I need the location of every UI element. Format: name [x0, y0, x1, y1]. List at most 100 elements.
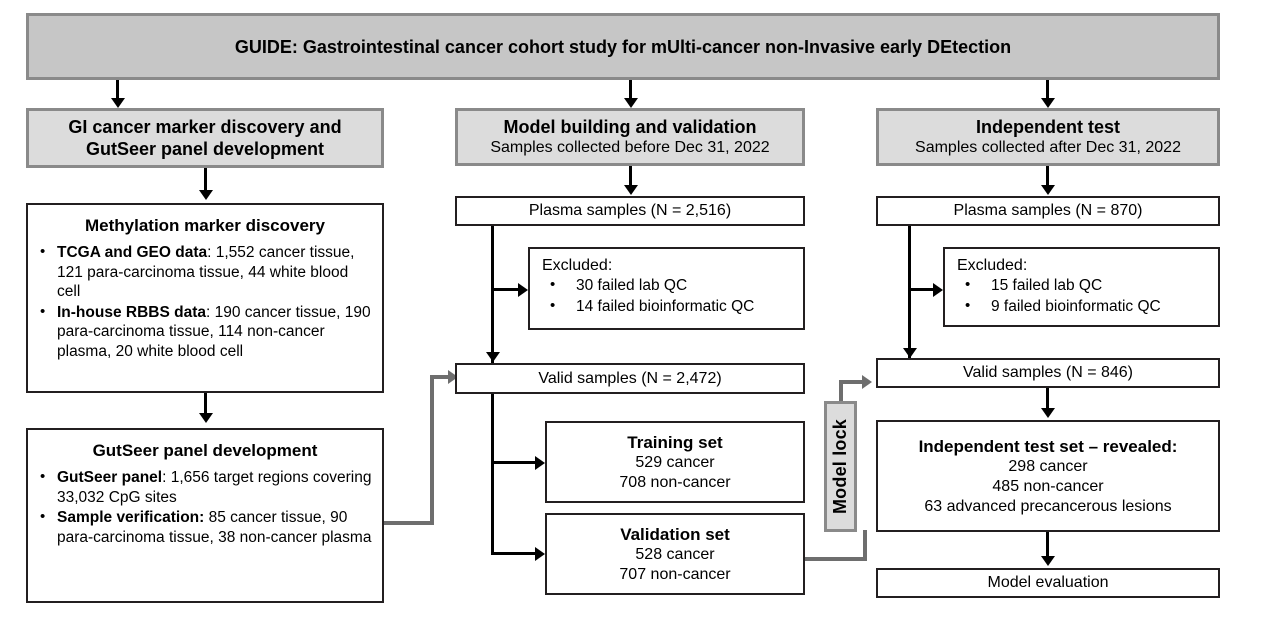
arrowhead-discovery-to-panel — [199, 413, 213, 423]
connector-middle-plasma-down — [491, 226, 494, 363]
connector-middle-header-to-plasma — [629, 166, 632, 186]
model-lock-label: Model lock — [830, 418, 851, 515]
arrowhead-right-plasma-to-excluded — [933, 283, 943, 297]
connector-right-plasma-down — [908, 226, 911, 358]
training-set-cancer-count: 529 cancer — [635, 453, 715, 471]
study-title-text: GUIDE: Gastrointestinal cancer cohort st… — [234, 36, 1012, 57]
discovery-bullet-list: TCGA and GEO data: 1,552 cancer tissue, … — [36, 242, 374, 362]
independent-test-set-cancer-count: 298 cancer — [1008, 457, 1088, 475]
connector-middle-valid-to-validation — [491, 552, 540, 555]
middle-excluded-title: Excluded: — [542, 257, 613, 274]
left-header-line2: GutSeer panel development — [85, 139, 325, 159]
model-evaluation-label: Model evaluation — [987, 574, 1109, 591]
arrowhead-banner-to-right — [1041, 98, 1055, 108]
panel-bullet-1-rest: 85 cancer tissue, 90 para-carcinoma tiss… — [57, 509, 372, 546]
middle-valid-samples-box: Valid samples (N = 2,472) — [455, 363, 805, 394]
right-valid-samples-label: Valid samples (N = 846) — [963, 364, 1133, 381]
panel-bullet-list: GutSeer panel: 1,656 target regions cove… — [36, 467, 374, 548]
discovery-bullet-1-rest: : 190 cancer tissue, 190 para-carcinoma … — [57, 303, 371, 360]
panel-bullet-0: GutSeer panel: 1,656 target regions cove… — [36, 467, 374, 507]
connector-middle-plasma-to-excluded — [491, 288, 523, 291]
arrowhead-right-header-to-plasma — [1041, 185, 1055, 195]
gray-connector-modellock-left-vertical — [839, 380, 843, 404]
right-excluded-item-0: 15 failed lab QC — [951, 275, 1212, 296]
middle-excluded-box: Excluded: 30 failed lab QC 14 failed bio… — [528, 247, 805, 330]
arrowhead-middle-header-to-plasma — [624, 185, 638, 195]
middle-excluded-item-1: 14 failed bioinformatic QC — [536, 296, 797, 317]
connector-banner-to-middle — [629, 80, 632, 100]
left-column-header: GI cancer marker discovery and GutSeer p… — [26, 108, 384, 168]
connector-right-header-to-plasma — [1046, 166, 1049, 186]
right-plasma-samples-box: Plasma samples (N = 870) — [876, 196, 1220, 226]
methylation-marker-discovery-box: Methylation marker discovery TCGA and GE… — [26, 203, 384, 393]
right-valid-samples-box: Valid samples (N = 846) — [876, 358, 1220, 388]
independent-test-set-box: Independent test set – revealed: 298 can… — [876, 420, 1220, 532]
independent-test-set-title: Independent test set – revealed: — [918, 436, 1178, 456]
discovery-bullet-0: TCGA and GEO data: 1,552 cancer tissue, … — [36, 242, 374, 302]
gray-connector-panel-horizontal-top — [430, 375, 452, 379]
validation-set-title: Validation set — [620, 524, 730, 544]
arrowhead-testset-to-evaluation — [1041, 556, 1055, 566]
middle-column-header: Model building and validation Samples co… — [455, 108, 805, 166]
discovery-box-title: Methylation marker discovery — [85, 216, 325, 235]
discovery-bullet-1-lead: In-house RBBS data — [57, 303, 206, 321]
connector-banner-to-right — [1046, 80, 1049, 100]
middle-excluded-list: 30 failed lab QC 14 failed bioinformatic… — [536, 275, 797, 317]
panel-bullet-0-lead: GutSeer panel — [57, 469, 163, 486]
arrowhead-left-header-to-discovery — [199, 190, 213, 200]
training-set-noncancer-count: 708 non-cancer — [619, 473, 731, 491]
connector-testset-to-evaluation — [1046, 532, 1049, 558]
arrowhead-middle-valid-to-training — [535, 456, 545, 470]
panel-box-title: GutSeer panel development — [92, 441, 318, 460]
training-set-title: Training set — [627, 432, 723, 452]
left-header-line1: GI cancer marker discovery and — [68, 117, 342, 137]
connector-right-valid-to-testset — [1046, 388, 1049, 410]
connector-middle-valid-to-training — [491, 461, 540, 464]
arrowhead-middle-plasma-to-excluded — [518, 283, 528, 297]
gray-connector-validation-out — [805, 557, 867, 561]
independent-test-set-precancerous-count: 63 advanced precancerous lesions — [924, 497, 1172, 515]
arrowhead-modellock-to-valid846 — [862, 375, 872, 389]
panel-bullet-0-rest: : 1,656 target regions covering 33,032 C… — [57, 469, 372, 506]
gutseer-panel-development-box: GutSeer panel development GutSeer panel:… — [26, 428, 384, 603]
middle-excluded-item-0: 30 failed lab QC — [536, 275, 797, 296]
gray-connector-modellock-right-vertical — [863, 530, 867, 561]
gray-connector-panel-vertical — [430, 375, 434, 525]
right-excluded-title: Excluded: — [957, 257, 1028, 274]
panel-bullet-1-lead: Sample verification: — [57, 509, 205, 526]
arrowhead-banner-to-middle — [624, 98, 638, 108]
gray-connector-modellock-to-valid846 — [839, 380, 866, 384]
middle-header-line2: Samples collected before Dec 31, 2022 — [490, 139, 770, 156]
right-header-line2: Samples collected after Dec 31, 2022 — [915, 139, 1181, 156]
discovery-bullet-0-rest: : 1,552 cancer tissue, 121 para-carcinom… — [57, 244, 355, 300]
validation-set-noncancer-count: 707 non-cancer — [619, 565, 731, 583]
arrowhead-middle-plasma-to-valid — [486, 352, 500, 362]
connector-middle-valid-down — [491, 394, 494, 555]
connector-discovery-to-panel — [204, 393, 207, 415]
middle-plasma-samples-box: Plasma samples (N = 2,516) — [455, 196, 805, 226]
arrowhead-right-plasma-to-valid — [903, 348, 917, 358]
independent-test-set-noncancer-count: 485 non-cancer — [992, 477, 1104, 495]
middle-valid-samples-label: Valid samples (N = 2,472) — [538, 369, 722, 387]
study-title-banner: GUIDE: Gastrointestinal cancer cohort st… — [26, 13, 1220, 80]
arrowhead-panel-to-valid-samples — [448, 370, 458, 384]
panel-bullet-1: Sample verification: 85 cancer tissue, 9… — [36, 507, 374, 547]
middle-plasma-samples-label: Plasma samples (N = 2,516) — [528, 202, 732, 219]
validation-set-box: Validation set 528 cancer 707 non-cancer — [545, 513, 805, 595]
connector-left-header-to-discovery — [204, 168, 207, 192]
training-set-box: Training set 529 cancer 708 non-cancer — [545, 421, 805, 503]
arrowhead-middle-valid-to-validation — [535, 547, 545, 561]
gray-connector-panel-horizontal-bottom — [384, 521, 434, 525]
discovery-bullet-1: In-house RBBS data: 190 cancer tissue, 1… — [36, 302, 374, 362]
validation-set-cancer-count: 528 cancer — [635, 545, 715, 563]
discovery-bullet-0-lead: TCGA and GEO data — [57, 244, 208, 261]
right-excluded-box: Excluded: 15 failed lab QC 9 failed bioi… — [943, 247, 1220, 327]
arrowhead-banner-to-left — [111, 98, 125, 108]
right-excluded-list: 15 failed lab QC 9 failed bioinformatic … — [951, 275, 1212, 317]
right-excluded-item-1: 9 failed bioinformatic QC — [951, 296, 1212, 317]
right-header-line1: Independent test — [975, 117, 1120, 137]
model-evaluation-box: Model evaluation — [876, 568, 1220, 598]
connector-banner-to-left — [116, 80, 119, 100]
model-lock-box: Model lock — [824, 401, 857, 532]
